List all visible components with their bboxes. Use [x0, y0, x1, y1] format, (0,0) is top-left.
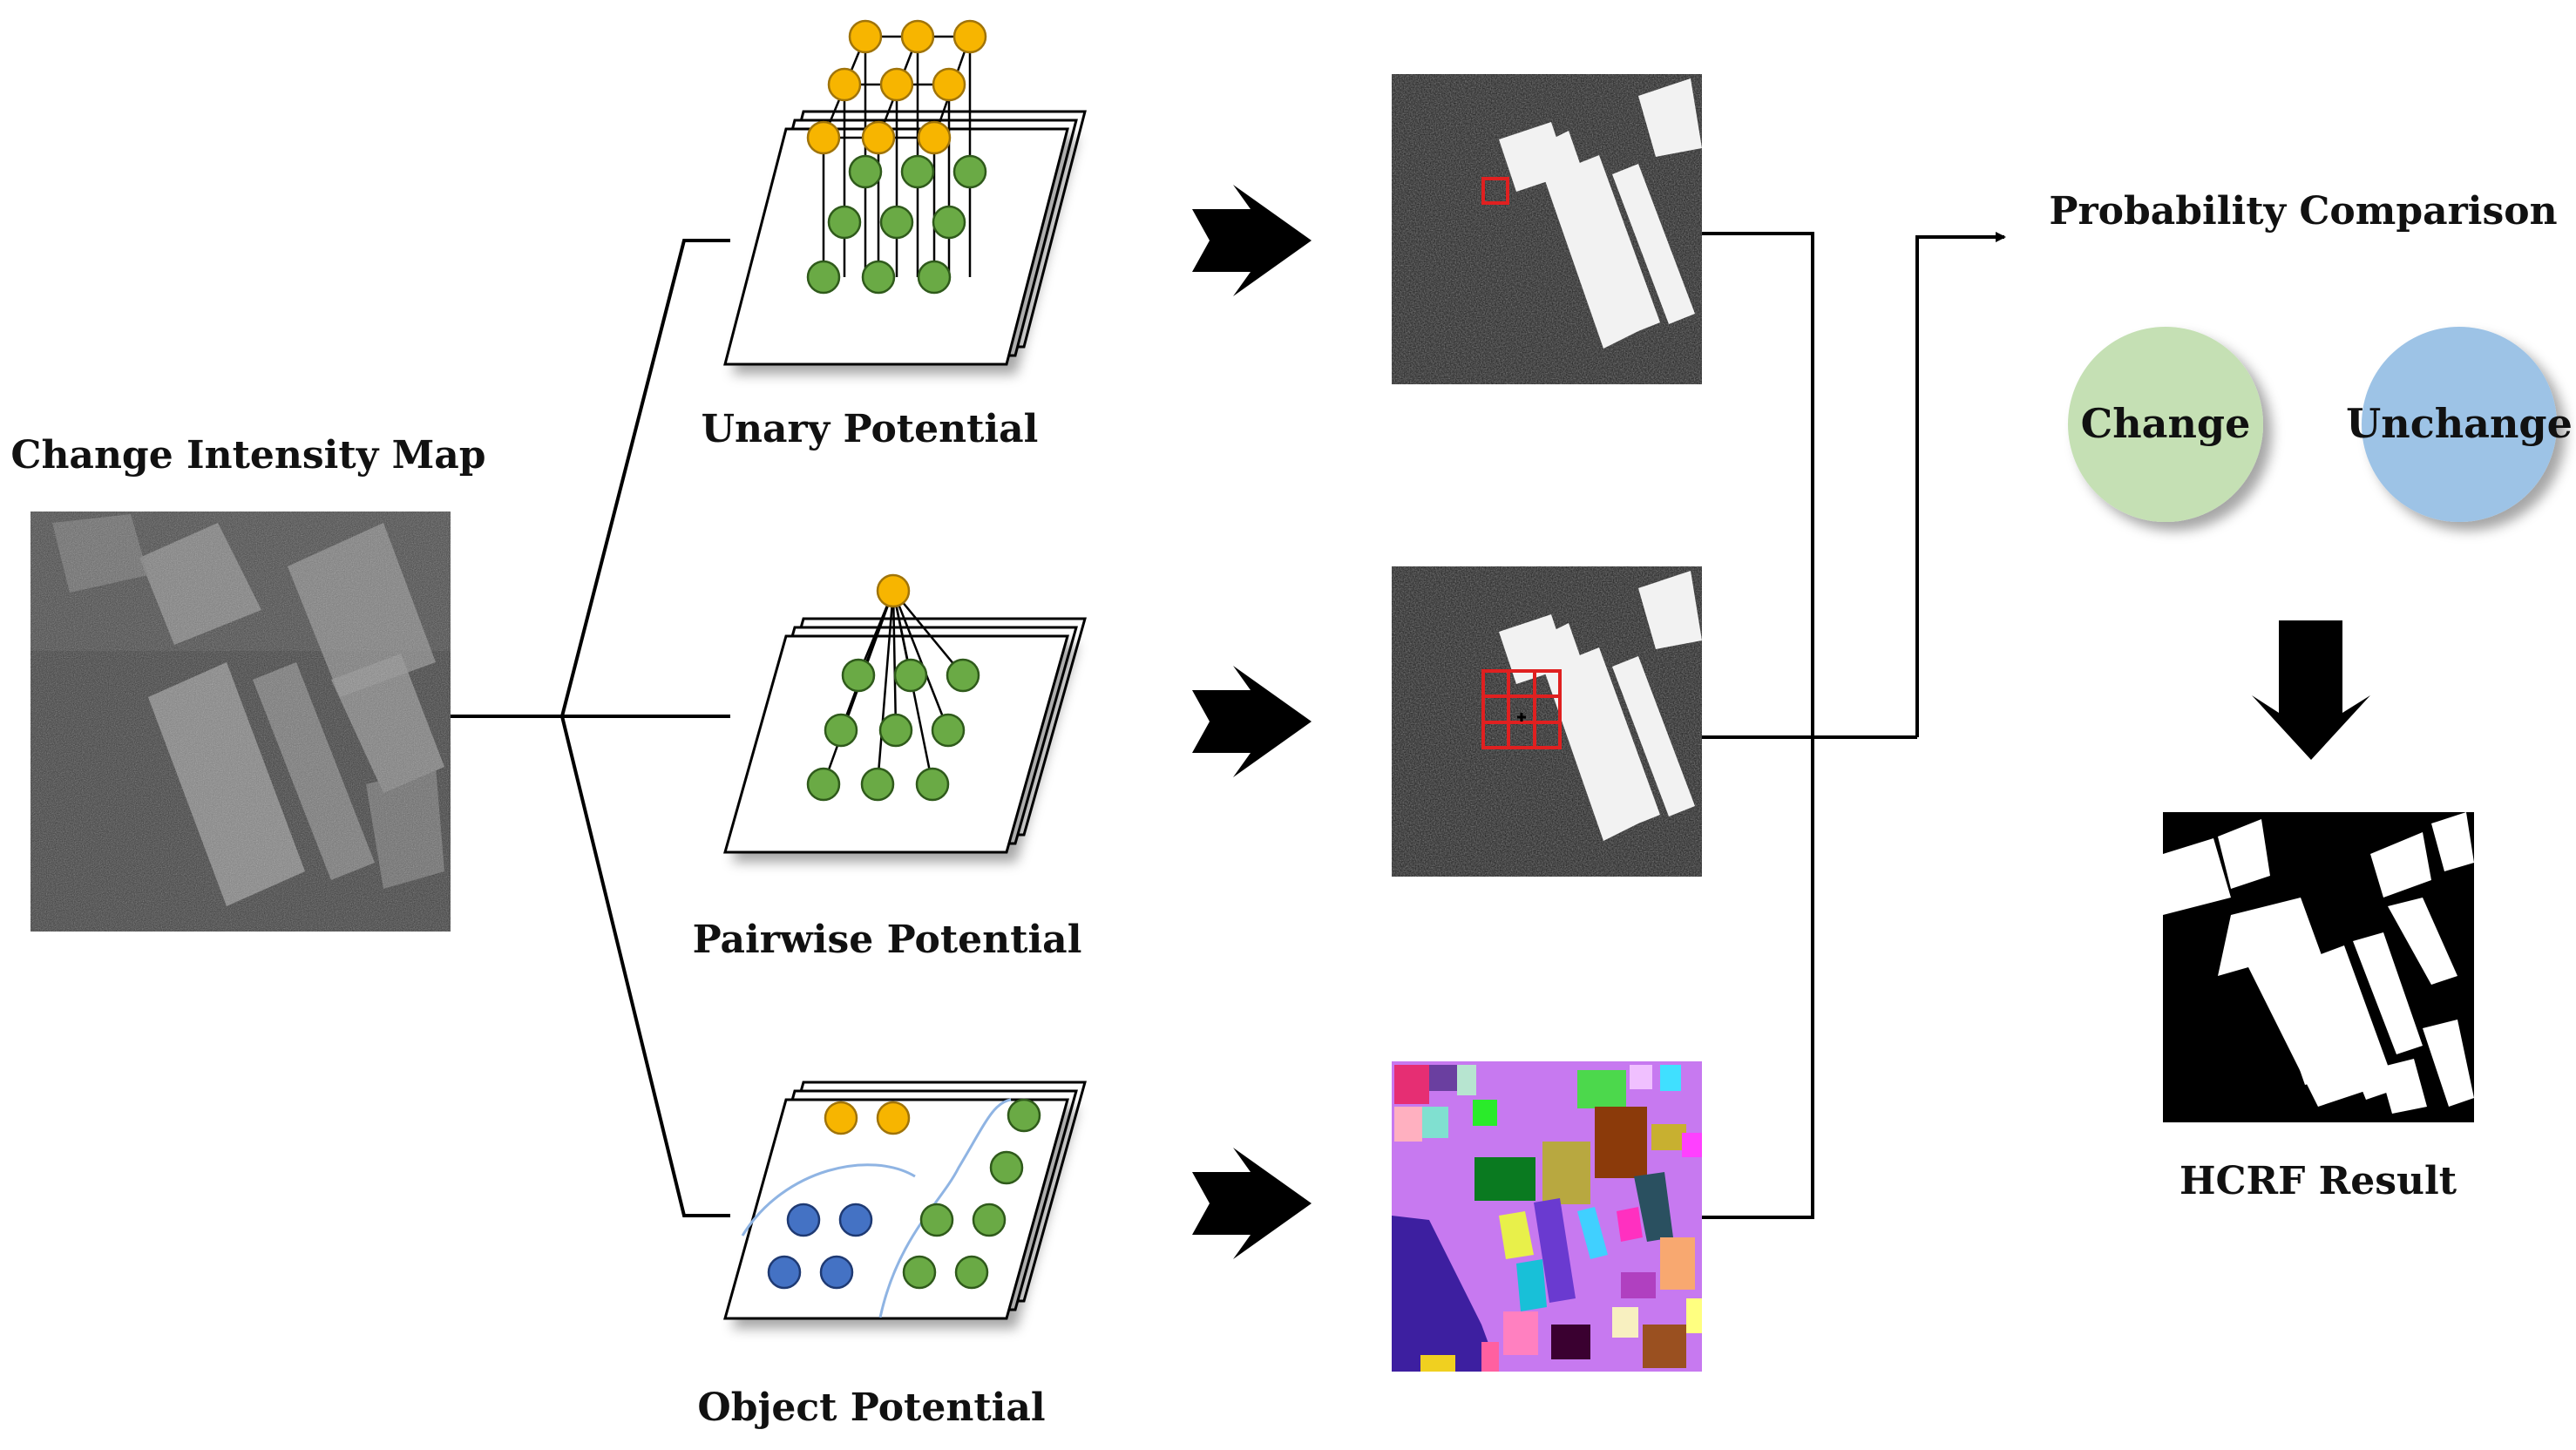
change-class-circle: Change: [2068, 327, 2263, 522]
hcrf-result-label: HCRF Result: [2179, 1159, 2457, 1203]
change-intensity-map-image: [31, 512, 451, 932]
arrow-pairwise-to-map: [1192, 666, 1312, 777]
arrow-object-to-map: [1192, 1148, 1312, 1259]
merge-connectors: [1702, 232, 2006, 1219]
object-potential-diagram: [723, 1081, 1087, 1320]
object-segmentation-map: [1392, 1061, 1702, 1372]
change-label: Change: [2081, 400, 2251, 447]
input-map-title: Change Intensity Map: [10, 433, 485, 478]
unary-potential-diagram: [723, 19, 1087, 366]
object-potential-label: Object Potential: [697, 1386, 1045, 1430]
pairwise-output-map: [1392, 566, 1702, 877]
pairwise-potential-diagram: [723, 573, 1087, 854]
probability-comparison-title: Probability Comparison: [2049, 189, 2557, 234]
branch-connectors: [451, 239, 730, 1217]
unchange-label: Unchange: [2346, 400, 2573, 447]
hcrf-result-map: [2163, 812, 2474, 1122]
arrow-comparison-to-result: [2252, 620, 2370, 760]
unary-potential-label: Unary Potential: [702, 407, 1039, 451]
arrow-unary-to-map: [1192, 185, 1312, 296]
unary-output-map: [1392, 74, 1702, 384]
pairwise-potential-label: Pairwise Potential: [693, 918, 1082, 962]
unchange-class-circle: Unchange: [2346, 327, 2573, 522]
